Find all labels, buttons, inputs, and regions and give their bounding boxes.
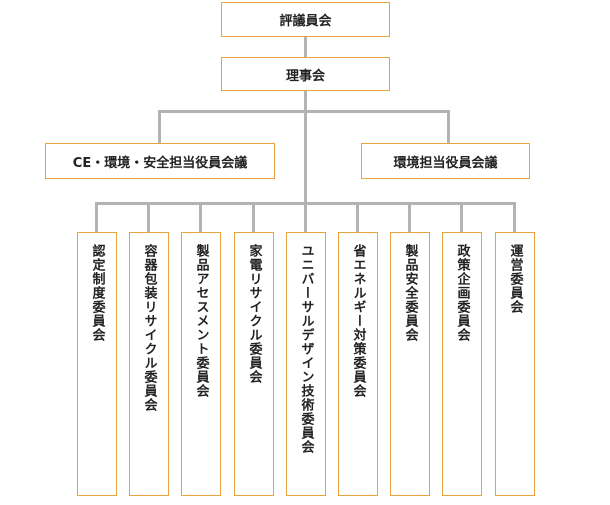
connector-committee-drop bbox=[513, 202, 516, 232]
environment-officers-box: 環境担当役員会議 bbox=[361, 143, 530, 179]
connector-top-board bbox=[304, 37, 307, 57]
committee-box: 容器包装リサイクル委員会 bbox=[129, 232, 169, 496]
committee-label: 政策企画委員会 bbox=[454, 244, 470, 342]
committee-label: 製品アセスメント委員会 bbox=[193, 244, 209, 398]
committee-box: ユニバーサルデザイン技術委員会 bbox=[286, 232, 326, 496]
connector-committee-drop bbox=[199, 202, 202, 232]
committee-label: ユニバーサルデザイン技術委員会 bbox=[298, 244, 314, 454]
committee-label: 省エネルギー対策委員会 bbox=[350, 244, 366, 398]
committee-box: 運営委員会 bbox=[495, 232, 535, 496]
connector-committee-drop bbox=[460, 202, 463, 232]
committee-label: 認定制度委員会 bbox=[89, 244, 105, 342]
committee-label: 容器包装リサイクル委員会 bbox=[141, 244, 157, 412]
connector-committee-drop bbox=[356, 202, 359, 232]
committee-label: 製品安全委員会 bbox=[402, 244, 418, 342]
connector-mid-right-drop bbox=[447, 110, 450, 143]
committee-box: 製品アセスメント委員会 bbox=[181, 232, 221, 496]
connector-mid-bar bbox=[158, 110, 450, 113]
committee-box: 製品安全委員会 bbox=[390, 232, 430, 496]
committee-label: 家電リサイクル委員会 bbox=[246, 244, 262, 384]
council-box: 評議員会 bbox=[221, 2, 390, 37]
environment-officers-label: 環境担当役員会議 bbox=[393, 155, 498, 171]
ce-safety-officers-box: CE・環境・安全担当役員会議 bbox=[45, 143, 275, 179]
committee-box: 家電リサイクル委員会 bbox=[234, 232, 274, 496]
committee-box: 省エネルギー対策委員会 bbox=[338, 232, 378, 496]
connector-committee-drop bbox=[252, 202, 255, 232]
connector-trunk bbox=[304, 91, 307, 205]
board-box: 理事会 bbox=[221, 57, 390, 91]
committee-box: 認定制度委員会 bbox=[77, 232, 117, 496]
connector-committee-drop bbox=[304, 202, 307, 232]
committee-label: 運営委員会 bbox=[507, 244, 523, 314]
connector-committee-drop bbox=[95, 202, 98, 232]
committee-box: 政策企画委員会 bbox=[442, 232, 482, 496]
connector-committee-drop bbox=[408, 202, 411, 232]
connector-committee-drop bbox=[147, 202, 150, 232]
council-label: 評議員会 bbox=[279, 14, 332, 29]
connector-mid-left-drop bbox=[158, 110, 161, 143]
board-label: 理事会 bbox=[285, 68, 325, 84]
ce-safety-officers-label: CE・環境・安全担当役員会議 bbox=[72, 155, 248, 171]
